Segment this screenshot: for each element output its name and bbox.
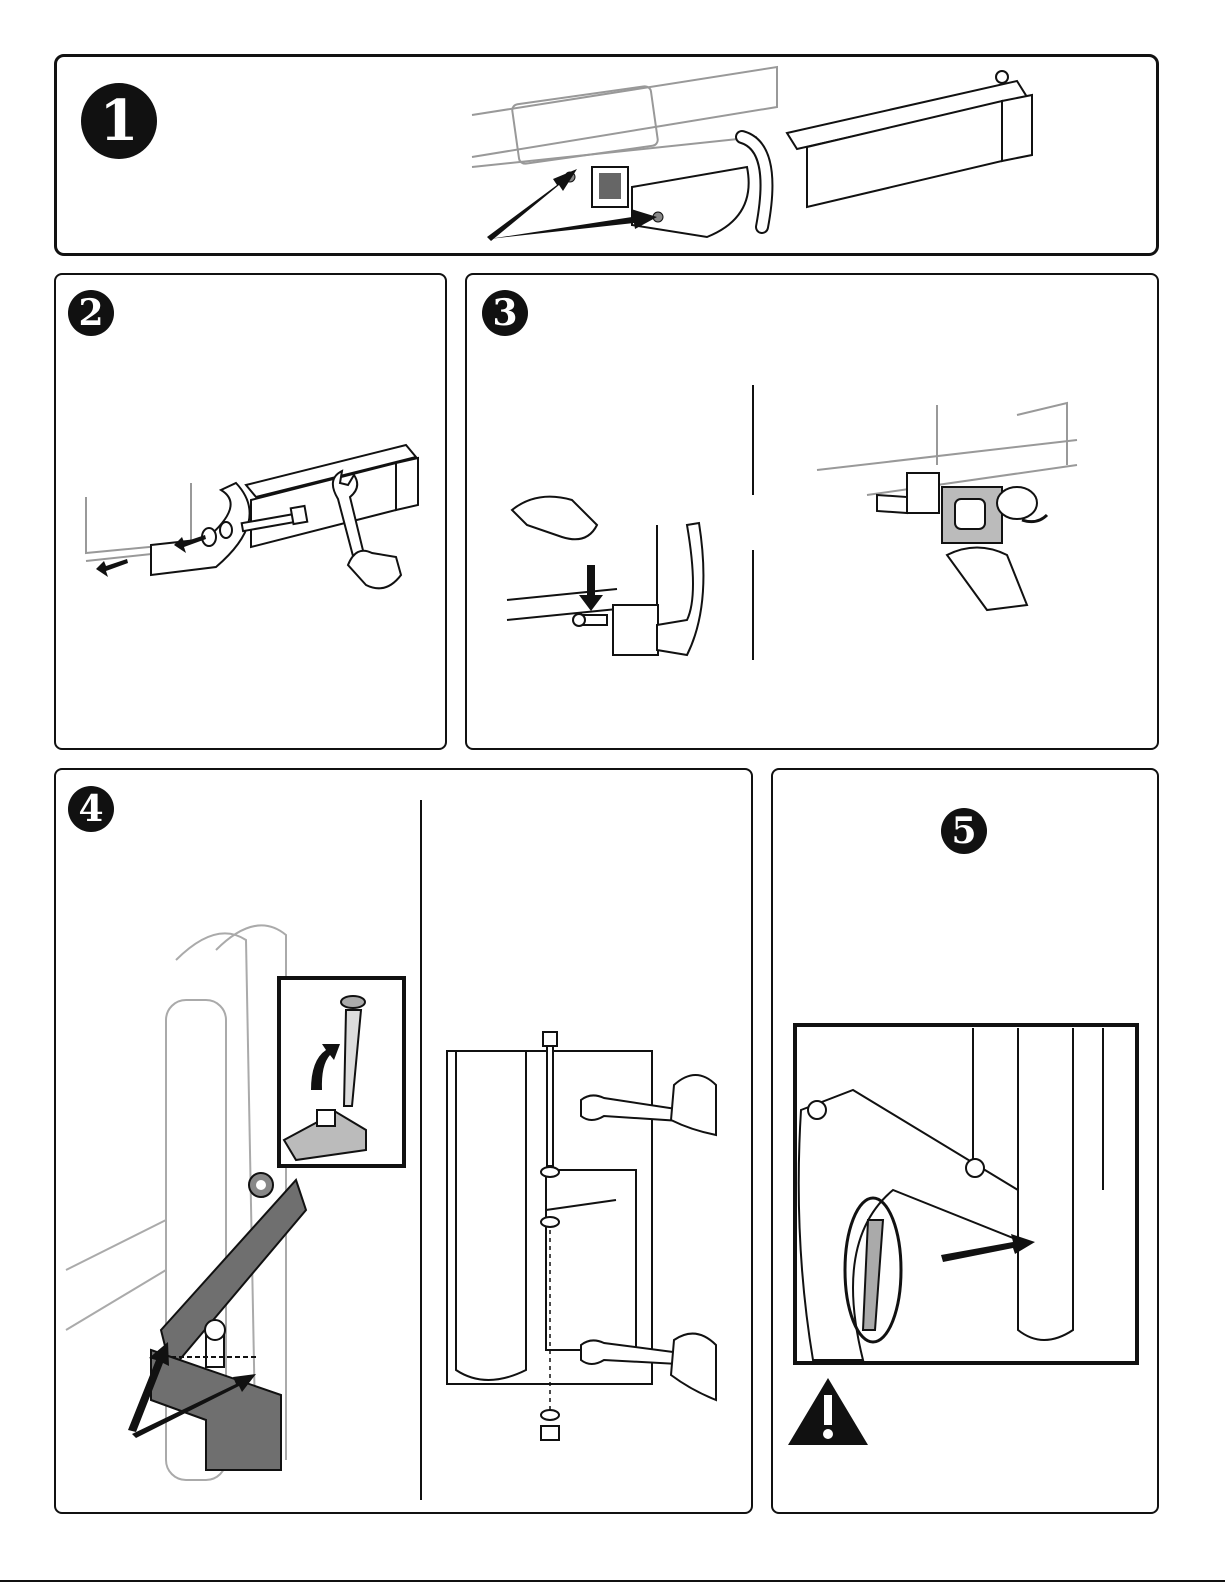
step-1-panel: 1 [54,54,1159,256]
step-5-panel: 5 [771,768,1159,1514]
rack-bolt [996,71,1008,83]
warning-icon [788,1378,868,1445]
washer [541,1410,559,1420]
washer [220,522,232,538]
step-3-panel: 3 [465,273,1159,750]
step-2-illustration [56,275,447,750]
rack-outline [817,403,1077,495]
hand-icon [348,551,401,589]
hitch-bar [151,483,250,575]
nut [541,1426,559,1440]
rack-body [246,445,418,547]
hand-icon [671,1075,716,1135]
step-2-panel: 2 [54,273,447,750]
step-3-illustration-lock [467,275,1159,750]
page-bottom-rule [0,1580,1225,1582]
hand-icon [947,548,1027,611]
vehicle-body [472,67,777,167]
lock-icon [877,487,1037,543]
hand-icon [671,1334,716,1400]
hitch-receiver [907,473,939,513]
step-4-panel: 4 [54,768,753,1514]
step-5-illustration [773,770,1159,1514]
step-1-illustration [57,57,1159,256]
bolt-icon [808,1101,826,1119]
washer [541,1167,559,1177]
bolt-icon [966,1159,984,1177]
hitch-bar [632,167,749,237]
step-4-illustration-bolt [56,770,753,1514]
rack-body [787,81,1032,207]
